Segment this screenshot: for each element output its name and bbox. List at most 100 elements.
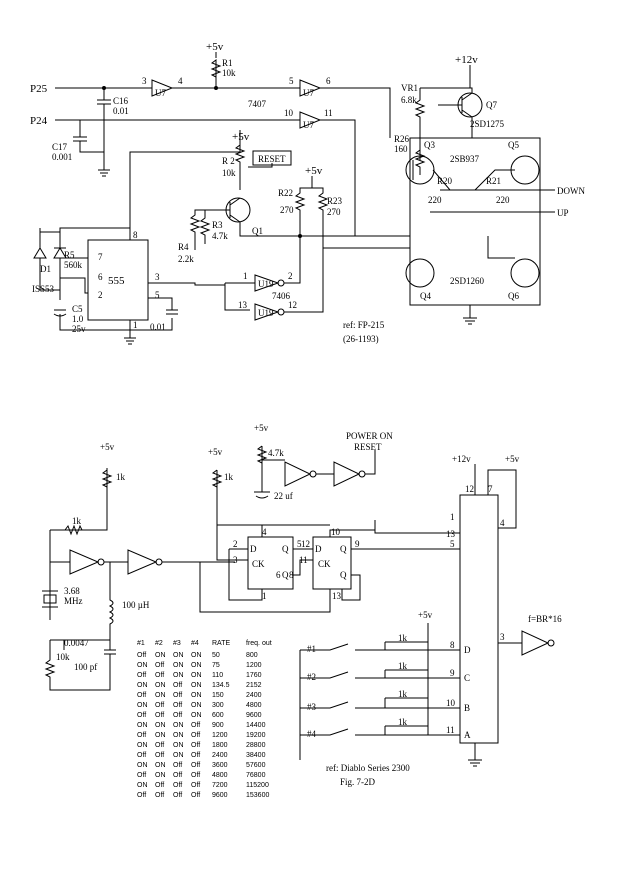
table-cell: Off (191, 742, 200, 749)
label-pin: 10 (284, 108, 294, 118)
label-r2-value: 10k (222, 168, 236, 178)
label-ic: 7406 (272, 291, 291, 301)
label-ic-input: B (464, 703, 470, 713)
label-pin: 10 (331, 527, 341, 537)
bottom-schematic (42, 445, 555, 767)
label-ff-pin: CK (318, 559, 331, 569)
table-cell: 300 (212, 702, 224, 709)
label-r4: R4 (178, 242, 189, 252)
label-ic: 7407 (248, 99, 267, 109)
label-vr1-value: 6.8k (401, 95, 417, 105)
table-cell: Off (137, 732, 146, 739)
label-resistor: 1k (398, 717, 408, 727)
table-cell: ON (173, 662, 184, 669)
label-pin: 6 (98, 272, 103, 282)
label-d1-value: ISS53 (32, 284, 55, 294)
label-pin: 13 (332, 591, 342, 601)
label-r5: R5 (64, 250, 75, 260)
label-vcc: +5v (206, 41, 224, 53)
table-cell: 900 (212, 722, 224, 729)
table-cell: Off (137, 712, 146, 719)
table-cell: ON (191, 682, 202, 689)
table-cell: 14400 (246, 722, 266, 729)
table-cell: 9600 (212, 792, 228, 799)
label-c5-value: 1.0 (72, 314, 84, 324)
table-cell: 50 (212, 652, 220, 659)
table-cell: 2400 (246, 692, 262, 699)
table-cell: ON (137, 782, 148, 789)
table-cell: Off (137, 672, 146, 679)
label-pin: 8 (133, 230, 138, 240)
label-r20: R20 (437, 176, 453, 186)
table-cell: Off (155, 702, 164, 709)
label-up: UP (557, 208, 569, 218)
table-cell: Off (191, 762, 200, 769)
power-on-reset-label: RESET (354, 442, 382, 452)
label-down: DOWN (557, 186, 585, 196)
label-u7: U7 (155, 88, 166, 98)
table-cell: 76800 (246, 772, 266, 779)
label-pin: 5 (155, 290, 160, 300)
label-u7: U7 (303, 88, 314, 98)
label-r4-value: 2.2k (178, 254, 194, 264)
table-cell: Off (191, 722, 200, 729)
label-pin: 4 (500, 518, 505, 528)
table-cell: 75 (212, 662, 220, 669)
label-q4: Q4 (420, 291, 431, 301)
table-cell: ON (173, 732, 184, 739)
label-ff-pin: Q (282, 570, 289, 580)
label-pin: 3 (500, 632, 505, 642)
label-pin: 11 (446, 725, 455, 735)
table-cell: ON (173, 752, 184, 759)
label-pin: 1 (243, 271, 248, 281)
label-pin: 8 (450, 640, 455, 650)
label-crystal-unit: MHz (64, 596, 83, 606)
label-pin: 3 (155, 272, 160, 282)
table-cell: Off (155, 712, 164, 719)
label-pin: 5 (289, 76, 294, 86)
table-cell: ON (191, 712, 202, 719)
table-cell: ON (155, 732, 166, 739)
label-pin: 1 (262, 591, 267, 601)
label-vcc12: +12v (455, 54, 478, 66)
label-switch: #2 (307, 672, 316, 682)
table-cell: ON (173, 652, 184, 659)
label-pin: 1 (133, 320, 138, 330)
table-cell: Off (191, 782, 200, 789)
table-cell: 1200 (246, 662, 262, 669)
table-cell: 19200 (246, 732, 266, 739)
label-cap: 0.0047 (64, 638, 89, 648)
table-cell: ON (191, 672, 202, 679)
table-cell: Off (155, 792, 164, 799)
label-pin: 9 (355, 539, 360, 549)
label-u19: U19 (258, 279, 274, 289)
label-q1: Q1 (252, 226, 263, 236)
label-pin: 6 (276, 570, 281, 580)
table-cell: ON (173, 742, 184, 749)
table-cell: ON (137, 682, 148, 689)
table-header: #2 (155, 640, 163, 647)
label-pin: 3 (142, 76, 147, 86)
table-cell: ON (155, 652, 166, 659)
label-r1-value: 10k (222, 68, 236, 78)
label-pin: 2 (98, 290, 103, 300)
label-pin: 6 (326, 76, 331, 86)
label-pin: 5 (297, 539, 302, 549)
label-pin: 5 (450, 539, 455, 549)
table-cell: Off (137, 752, 146, 759)
table-cell: Off (173, 692, 182, 699)
label-resistor: 10k (56, 652, 70, 662)
table-header: #3 (173, 640, 181, 647)
label-r3: R3 (212, 220, 223, 230)
label-ff-pin: D (250, 544, 257, 554)
label-cap: 22 uf (274, 491, 293, 501)
label-ic-input: D (464, 645, 471, 655)
table-cell: ON (191, 702, 202, 709)
table-cell: 4800 (246, 702, 262, 709)
table-cell: 1760 (246, 672, 262, 679)
table-cell: 800 (246, 652, 258, 659)
label-ff-pin: Q (340, 544, 347, 554)
label-switch: #3 (307, 702, 317, 712)
label-555: 555 (108, 275, 125, 287)
label-output: f=BR*16 (528, 614, 562, 624)
